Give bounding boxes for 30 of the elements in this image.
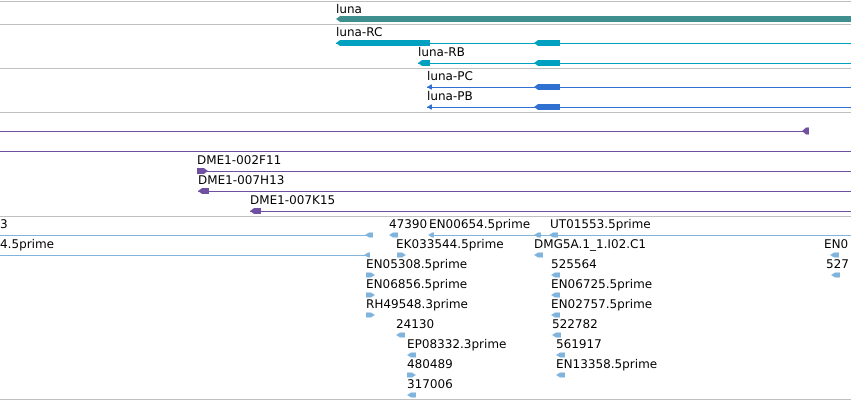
feature-label: 24130 <box>396 317 434 331</box>
feature-label: 561917 <box>556 337 602 351</box>
feature-label: 4.5prime <box>0 237 54 251</box>
feature-label: RH49548.3prime <box>366 297 468 311</box>
feature-label: EP08332.3prime <box>407 337 506 351</box>
feature-label: DME1-007H13 <box>198 173 284 187</box>
feature-label: luna-PB <box>427 89 473 103</box>
feature-label: 525564 <box>551 257 597 271</box>
feature-label: DME1-002F11 <box>197 153 282 167</box>
feature-label: EN05308.5prime <box>366 257 468 271</box>
feature-label: EN06725.5prime <box>551 277 652 291</box>
feature-label: DME1-007K15 <box>250 193 336 207</box>
feature-label: DMG5A.1_1.I02.C1 <box>534 237 646 251</box>
feature-label: 522782 <box>552 317 598 331</box>
feature-label: 3 <box>0 217 8 231</box>
feature-label: EK033544.5prime <box>396 237 504 251</box>
feature-label: 47390 <box>389 217 428 231</box>
feature-label: 317006 <box>407 377 453 391</box>
feature-label: EN13358.5prime <box>556 357 658 371</box>
feature-label: luna <box>336 2 362 16</box>
feature-label: EN02757.5prime <box>551 297 652 311</box>
feature-label: luna-RB <box>418 45 465 59</box>
feature-label: EN00654.5prime <box>429 217 530 231</box>
feature-label: luna-RC <box>336 25 382 39</box>
feature-label: luna-PC <box>427 69 473 83</box>
feature-label: 527 <box>826 257 849 271</box>
feature-label: 480489 <box>407 357 453 371</box>
feature-label: EN0 <box>824 237 848 251</box>
feature-label: EN06856.5prime <box>366 277 468 291</box>
feature-label: UT01553.5prime <box>550 217 651 231</box>
